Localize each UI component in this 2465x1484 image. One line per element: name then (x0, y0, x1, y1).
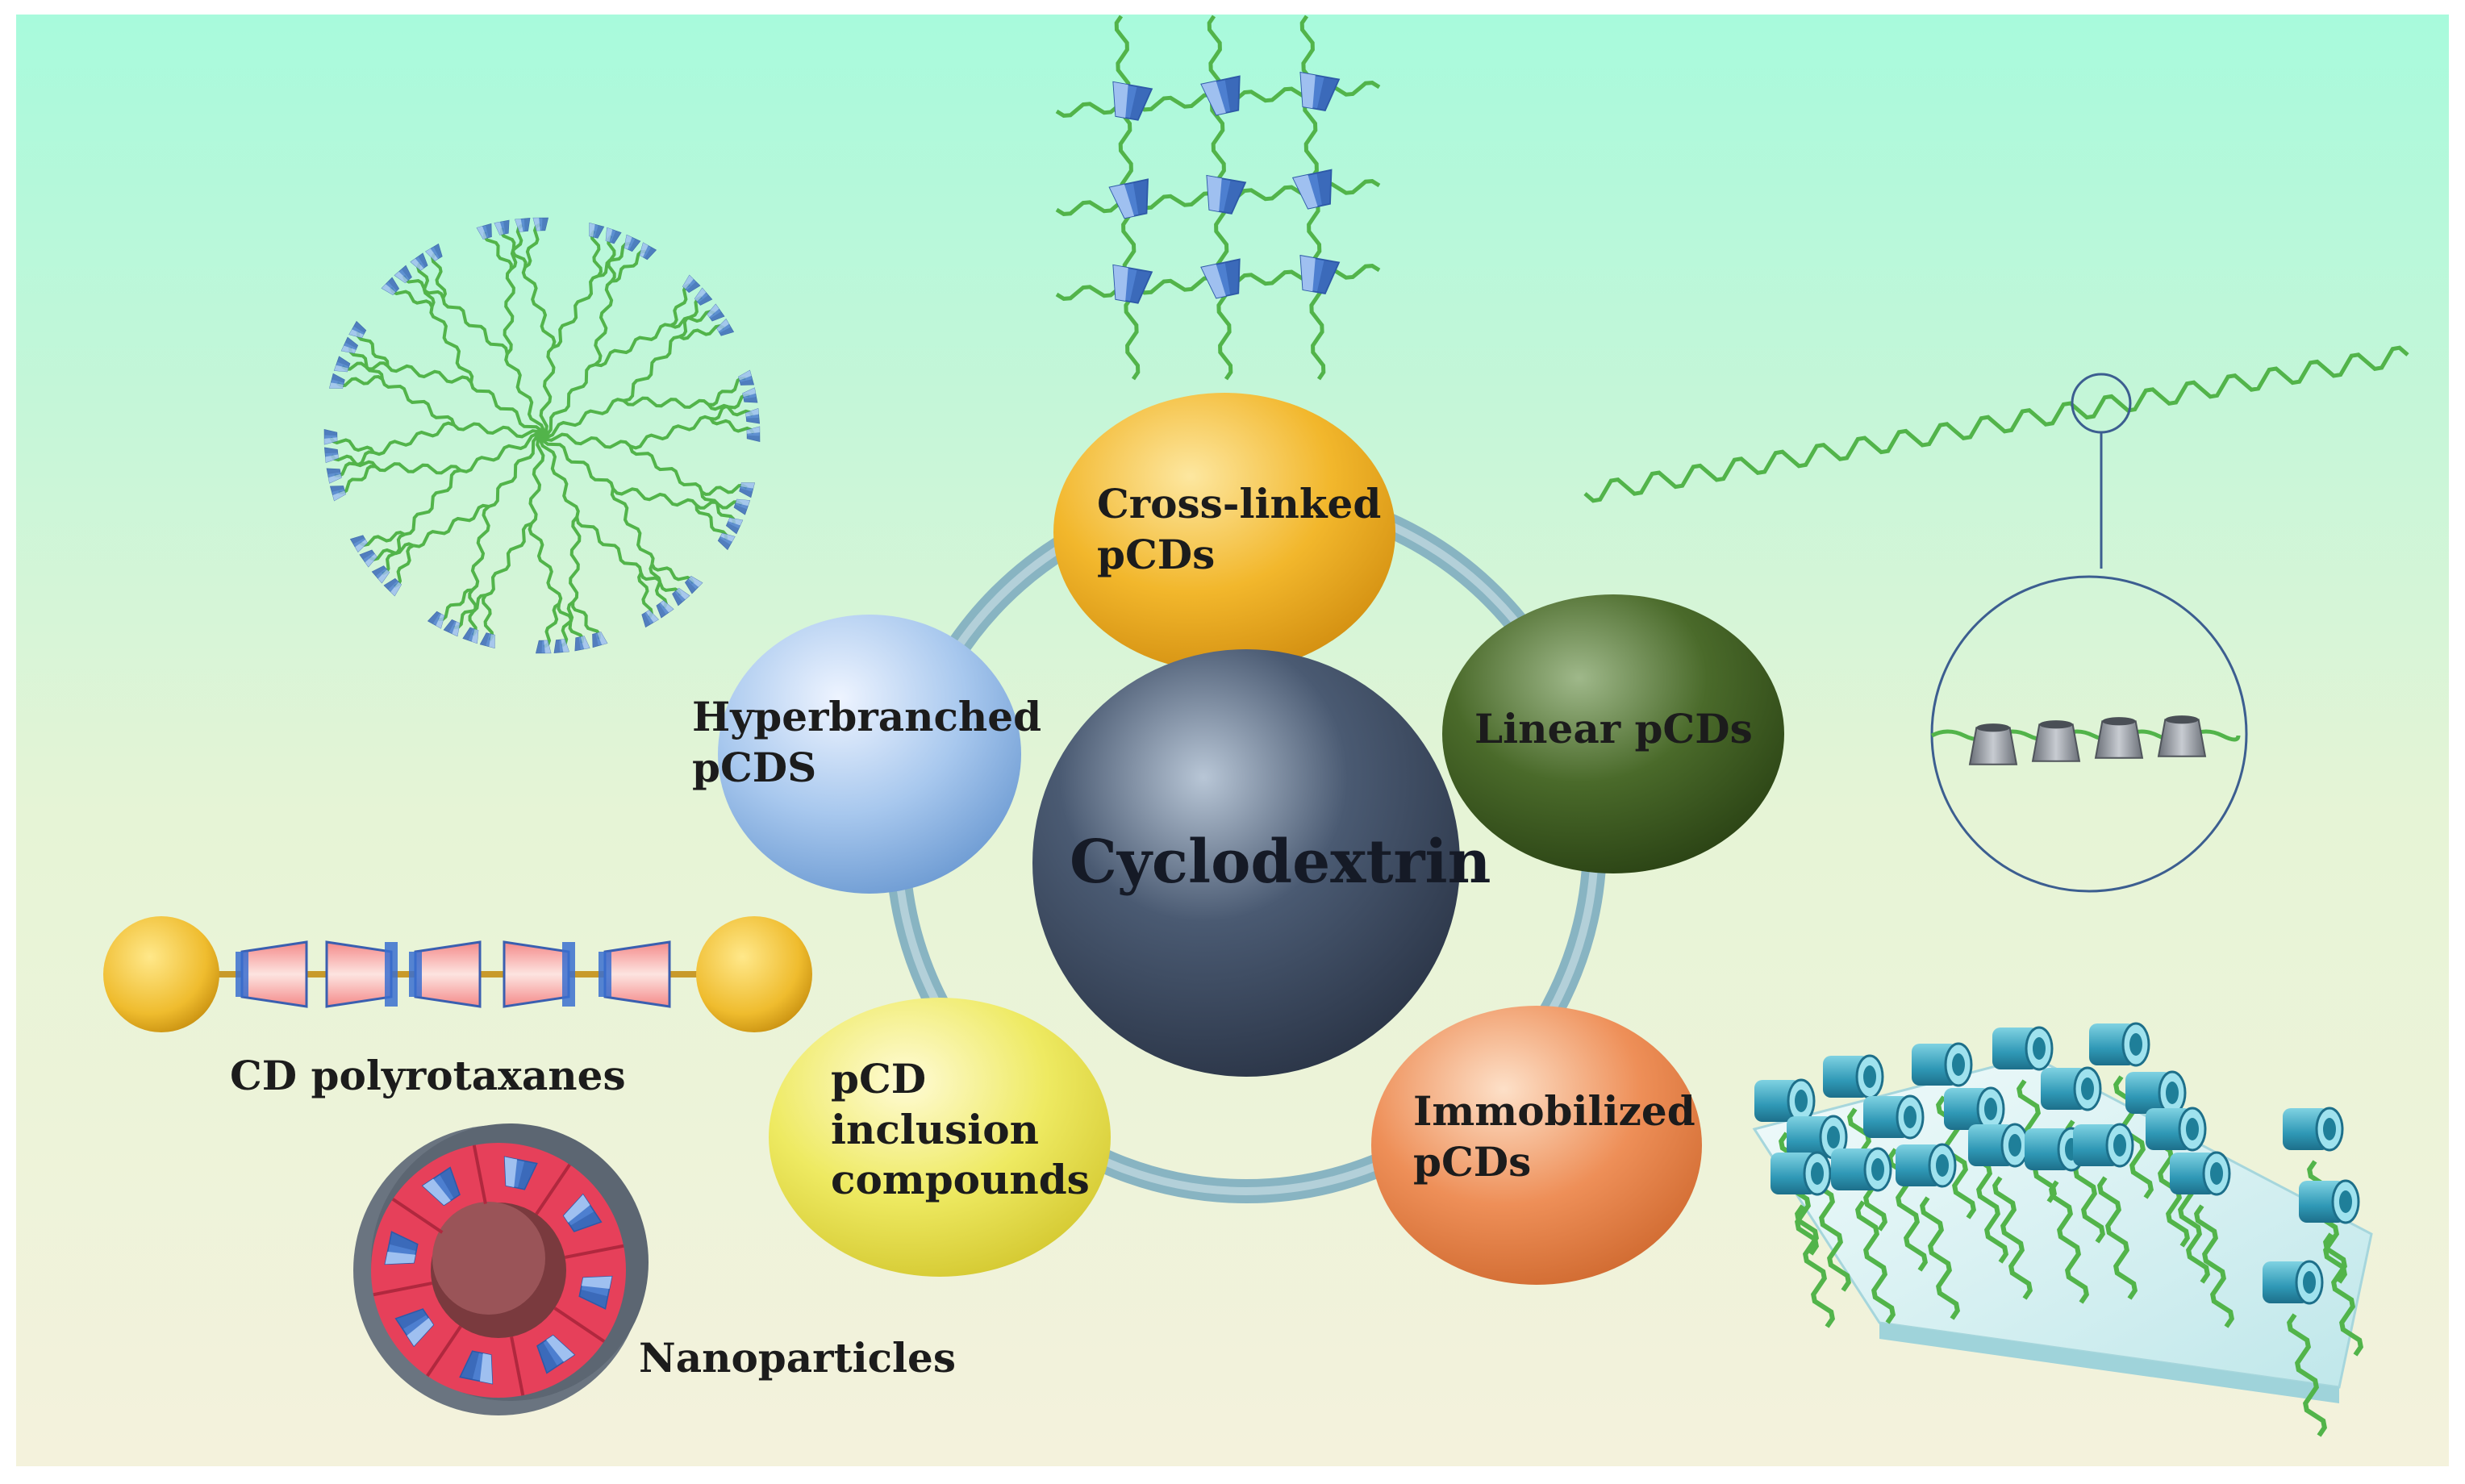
immobilized-line1: Immobilized (1413, 1087, 1695, 1135)
magnifier-circle-icon (1930, 575, 2248, 893)
cross-linked-label: Cross-linked pCDs (1097, 479, 1381, 580)
linear-label: Linear pCDs (1474, 704, 1753, 755)
nanoparticles-caption: Nanoparticles (639, 1334, 956, 1382)
crosslinked-network-icon (1055, 15, 1381, 381)
center-cyclodextrin (1032, 649, 1460, 1077)
node-linear (1442, 594, 1784, 873)
immobilized-label: Immobilized pCDs (1413, 1086, 1695, 1187)
linear-line1: Linear pCDs (1474, 705, 1753, 752)
inclusion-label: pCD inclusion compounds (831, 1054, 1090, 1206)
center-label: Cyclodextrin (1070, 827, 1491, 897)
dendrimer-icon (323, 217, 761, 654)
polyrotaxanes-caption: CD polyrotaxanes (230, 1052, 626, 1099)
inclusion-line1: pCD (831, 1055, 927, 1103)
hyperbranched-line2: pCDS (692, 743, 817, 791)
cross-linked-line1: Cross-linked (1097, 480, 1382, 527)
node-cross-linked (1053, 393, 1395, 672)
inclusion-line2: inclusion (831, 1105, 1039, 1153)
hyperbranched-line1: Hyperbranched (692, 693, 1042, 740)
immobilized-line2: pCDs (1413, 1137, 1532, 1186)
node-hyperbranched (718, 615, 1021, 894)
node-immobilized (1371, 1006, 1702, 1285)
node-inclusion (769, 998, 1111, 1277)
nanoparticle-icon (353, 1123, 649, 1415)
polyrotaxane-icon (103, 916, 812, 1032)
linear-chain-icon (1583, 345, 2409, 569)
inclusion-line3: compounds (831, 1156, 1090, 1203)
cross-linked-line2: pCDs (1097, 530, 1216, 578)
immobilized-surface-icon (1752, 1022, 2373, 1437)
hyperbranched-label: Hyperbranched pCDS (692, 692, 1041, 793)
